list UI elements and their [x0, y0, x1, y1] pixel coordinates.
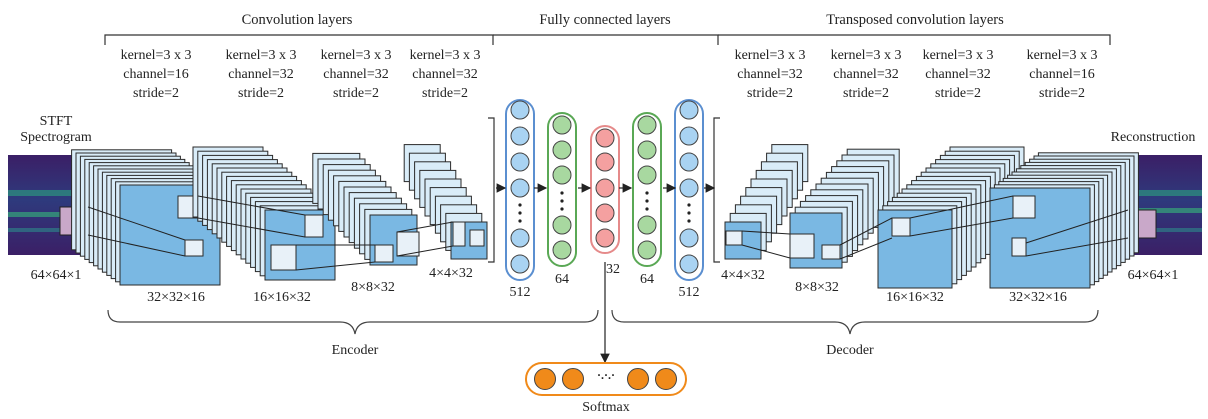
fc-size-512-out: 512	[678, 285, 700, 300]
fc-column-512-in	[505, 99, 535, 281]
fc-node	[510, 178, 530, 198]
softmax-node	[627, 368, 649, 390]
encoder-size-1: 32×32×16	[147, 290, 205, 305]
decoder-maps-4	[989, 152, 1139, 289]
kernel-patch	[789, 233, 815, 259]
decoder-size-3: 16×16×32	[886, 290, 944, 305]
fc-node	[637, 165, 657, 185]
kernel-patch	[184, 239, 204, 257]
fc-node	[552, 165, 572, 185]
kernel-patch	[396, 231, 420, 257]
softmax-layer	[525, 362, 687, 396]
kernel-patch	[891, 217, 911, 237]
decoder-connections	[741, 195, 1129, 260]
decoder-maps-1	[724, 144, 809, 260]
kernel-patch	[821, 244, 841, 260]
transposed-convolution-layers-header: Transposed convolution layers	[826, 12, 1004, 28]
encoder-size-3: 8×8×32	[351, 280, 395, 295]
feature-map-stacks	[71, 144, 1139, 289]
fc-size-64-in: 64	[555, 272, 569, 287]
fc-size-32: 32	[606, 262, 620, 277]
fc-node	[510, 228, 530, 248]
output-size: 64×64×1	[1127, 268, 1179, 283]
fc-node	[637, 240, 657, 260]
output-title: Reconstruction	[1110, 130, 1196, 145]
softmax-node	[655, 368, 677, 390]
fc-node	[510, 126, 530, 146]
kernel-patch	[1011, 237, 1027, 257]
top-brackets	[104, 34, 1111, 45]
encoder-maps-4	[403, 144, 488, 260]
kernel-patch	[270, 244, 297, 271]
fc-node	[595, 128, 615, 148]
encoder-maps-2	[192, 146, 336, 281]
fc-node	[679, 254, 699, 274]
fc-size-512-in: 512	[509, 285, 531, 300]
fully-connected-layers-header: Fully connected layers	[539, 12, 671, 28]
fc-node	[679, 152, 699, 172]
fc-node	[510, 100, 530, 120]
fc-column-512-out	[674, 99, 704, 281]
fc-node	[552, 240, 572, 260]
decoder-maps-2	[789, 148, 900, 269]
fc-node	[679, 100, 699, 120]
fc-node	[595, 228, 615, 248]
fc-node	[595, 152, 615, 172]
fully-connected-layers	[505, 99, 704, 281]
kernel-patch	[374, 244, 394, 263]
fc-arrows	[496, 183, 716, 364]
fc-node	[637, 215, 657, 235]
decoder-size-4: 32×32×16	[1009, 290, 1067, 305]
softmax-node	[534, 368, 556, 390]
encoder-connections	[87, 195, 454, 271]
softmax-label: Softmax	[582, 400, 630, 415]
fc-column-32	[590, 125, 620, 254]
softmax-node	[562, 368, 584, 390]
fc-column-64-out	[632, 112, 662, 267]
decoder-size-1: 4×4×32	[721, 268, 765, 283]
decoder-size-2: 8×8×32	[795, 280, 839, 295]
bottom-braces	[107, 309, 1099, 335]
input-size: 64×64×1	[30, 268, 82, 283]
encoder-brace	[107, 309, 599, 335]
encoder-label: Encoder	[331, 343, 379, 358]
fc-node	[679, 178, 699, 198]
fc-node	[552, 140, 572, 160]
kernel-patch	[469, 229, 485, 247]
encoder-size-2: 16×16×32	[253, 290, 311, 305]
decoder-label: Decoder	[826, 343, 874, 358]
fc-node	[595, 178, 615, 198]
kernel-patch	[1012, 195, 1036, 219]
convolution-layers-header: Convolution layers	[241, 12, 353, 28]
encoder-size-4: 4×4×32	[429, 266, 473, 281]
fc-node	[637, 115, 657, 135]
encoder-maps-3	[312, 152, 420, 266]
kernel-patch	[304, 214, 324, 238]
kernel-patch	[452, 221, 466, 247]
fc-column-64-in	[547, 112, 577, 267]
fc-node	[595, 203, 615, 223]
fc-node	[679, 126, 699, 146]
fc-node	[552, 115, 572, 135]
fc-node	[552, 215, 572, 235]
fc-node	[510, 152, 530, 172]
fc-node	[637, 140, 657, 160]
fc-size-64-out: 64	[640, 272, 654, 287]
softmax-dots: ·.·.·	[596, 368, 616, 382]
kernel-patch	[725, 230, 743, 246]
fc-node	[510, 254, 530, 274]
decoder-brace	[611, 309, 1099, 335]
fc-node	[679, 228, 699, 248]
